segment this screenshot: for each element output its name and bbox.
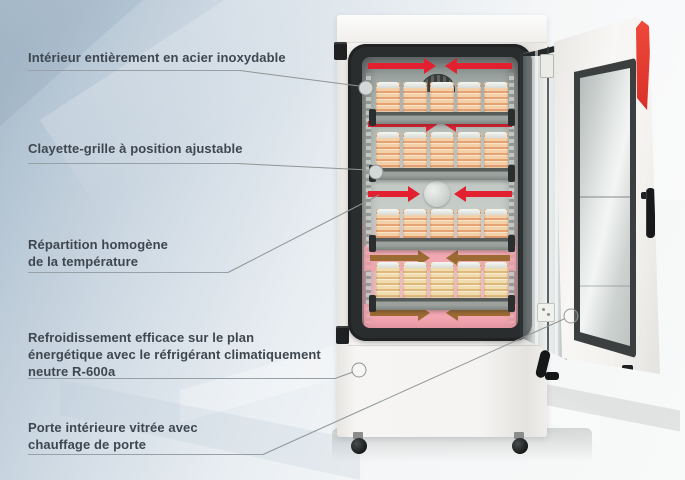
- interior-chamber: [362, 57, 518, 328]
- callout-label-1: Intérieur entièrement en acier inoxydabl…: [28, 49, 358, 66]
- wire-shelf: [369, 109, 515, 126]
- callout-label-4: Refroidissement efficace sur le plan éne…: [28, 329, 358, 380]
- callout-text: Répartition homogène: [28, 237, 168, 252]
- petri-stack: [484, 132, 508, 168]
- glass-reflection: [535, 42, 538, 360]
- inner-door-frame-line: [547, 42, 549, 360]
- door-handle: [646, 188, 655, 238]
- petri-stack: [484, 209, 508, 238]
- petri-stack: [403, 262, 427, 298]
- petri-stack: [430, 82, 454, 112]
- cabinet-top-panel: [337, 15, 547, 43]
- callout-text: énergétique avec le réfrigérant climatiq…: [28, 347, 321, 362]
- callout-label-2: Clayette-grille à position ajustable: [28, 140, 358, 157]
- outer-door-glass: [580, 68, 630, 346]
- airflow-arrow-icon: [446, 250, 510, 266]
- access-port-top: [334, 42, 347, 60]
- door-handle-arm: [641, 192, 648, 199]
- shelf-rail-right: [509, 73, 514, 323]
- glass-reflection: [580, 284, 630, 287]
- wire-shelf: [369, 235, 515, 252]
- airflow-arrow-icon: [446, 305, 510, 321]
- callout-text: Refroidissement efficace sur le plan: [28, 330, 255, 345]
- petri-stack: [457, 209, 481, 238]
- callout-underline-2: [28, 163, 237, 164]
- petri-stack: [457, 132, 481, 168]
- petri-stack: [457, 262, 481, 298]
- fan-circle-icon: [424, 181, 450, 207]
- airflow-arrow-icon: [370, 250, 430, 266]
- callout-underline-3: [28, 272, 228, 273]
- petri-stack-row: [376, 132, 508, 168]
- outer-door: [554, 16, 660, 374]
- petri-stack: [430, 209, 454, 238]
- callout-underline-5: [28, 454, 263, 455]
- callout-text: Porte intérieure vitrée avec: [28, 420, 198, 435]
- airflow-arrow-icon: [368, 58, 436, 74]
- callout-text: Clayette-grille à position ajustable: [28, 141, 243, 156]
- petri-stack: [484, 262, 508, 298]
- petri-stack: [484, 82, 508, 112]
- petri-stack: [403, 82, 427, 112]
- airflow-arrow-icon: [370, 305, 430, 321]
- petri-stack-row: [376, 262, 508, 298]
- inner-door-latch: [537, 303, 555, 322]
- petri-stack: [430, 262, 454, 298]
- petri-stack: [376, 209, 400, 238]
- callout-text: chauffage de porte: [28, 437, 147, 452]
- petri-stack: [376, 262, 400, 298]
- callout-text: Intérieur entièrement en acier inoxydabl…: [28, 50, 286, 65]
- inner-door-bracket: [540, 54, 554, 78]
- petri-stack: [457, 82, 481, 112]
- callout-underline-4: [28, 378, 335, 379]
- brand-accent-triangle: [636, 18, 651, 110]
- airflow-arrow-icon: [368, 186, 420, 202]
- door-hinge-foot: [545, 372, 559, 380]
- door-foot: [622, 365, 633, 374]
- wire-shelf: [369, 165, 515, 182]
- petri-stack: [376, 82, 400, 112]
- callout-label-5: Porte intérieure vitrée avec chauffage d…: [28, 419, 358, 453]
- caster-wheel: [512, 438, 528, 454]
- wire-shelf: [369, 295, 515, 312]
- callout-label-3: Répartition homogène de la température: [28, 236, 358, 270]
- outer-door-window-frame: [574, 58, 636, 358]
- callout-text: de la température: [28, 254, 139, 269]
- airflow-arrow-icon: [445, 58, 512, 74]
- petri-stack: [403, 209, 427, 238]
- petri-stack-row: [376, 209, 508, 238]
- callout-underline-1: [28, 70, 240, 71]
- callout-text: neutre R-600a: [28, 364, 116, 379]
- glass-reflection: [555, 42, 558, 360]
- cabinet-base-seam: [348, 345, 540, 346]
- petri-stack-row: [376, 82, 508, 112]
- petri-stack: [430, 132, 454, 168]
- petri-stack: [403, 132, 427, 168]
- glass-reflection: [580, 195, 630, 198]
- airflow-arrow-icon: [454, 186, 512, 202]
- petri-stack: [376, 132, 400, 168]
